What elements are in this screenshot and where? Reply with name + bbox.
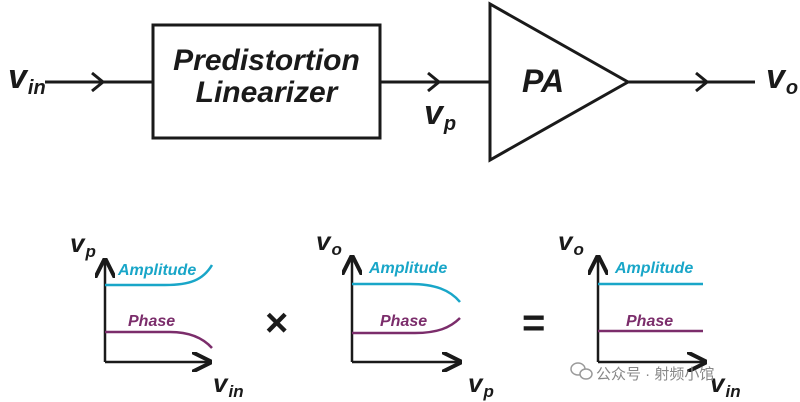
plot1-phase-label: Phase	[128, 313, 176, 330]
intermediate-arrow-chevron	[427, 71, 442, 93]
plot2-x-label: vp	[468, 368, 494, 401]
plot2-amplitude-curve	[352, 282, 461, 303]
plot1-phase-curve	[105, 330, 213, 349]
predistortion-label-line1: Predistortion	[173, 44, 360, 77]
watermark-text: 公众号 · 射频小馆	[596, 366, 715, 383]
power-amplifier-label: PA	[522, 63, 565, 99]
input-signal-label: vin	[8, 58, 46, 99]
plot3-x-label: vin	[710, 368, 741, 401]
plot2-phase-label: Phase	[380, 313, 428, 330]
input-arrow-chevron	[91, 71, 106, 93]
plot1-y-label: vp	[70, 228, 96, 261]
wechat-icon	[570, 362, 593, 380]
predistortion-linearizer-label: Predistortion Linearizer	[153, 44, 380, 110]
plot1-amplitude-curve	[105, 264, 214, 287]
plot2-phase-curve	[352, 317, 461, 335]
plot3-amplitude-label: Amplitude	[615, 260, 694, 277]
plot3-phase-label: Phase	[626, 313, 674, 330]
plot1-amplitude-label: Amplitude	[118, 262, 197, 279]
plot3-y-label: vo	[558, 226, 584, 259]
predistortion-linearizer-block	[151, 23, 382, 140]
predistortion-label-line2: Linearizer	[195, 76, 338, 110]
plot1-x-label: vin	[213, 368, 244, 401]
output-signal-label: vo	[766, 58, 799, 99]
plot2-amplitude-label: Amplitude	[369, 260, 448, 277]
output-arrow-chevron	[695, 71, 710, 93]
intermediate-signal-label: vp	[424, 94, 457, 135]
power-amplifier-triangle	[488, 1, 632, 163]
plot2-y-label: vo	[316, 226, 342, 259]
equals-operator: =	[522, 301, 546, 345]
multiply-operator: ×	[265, 301, 289, 345]
